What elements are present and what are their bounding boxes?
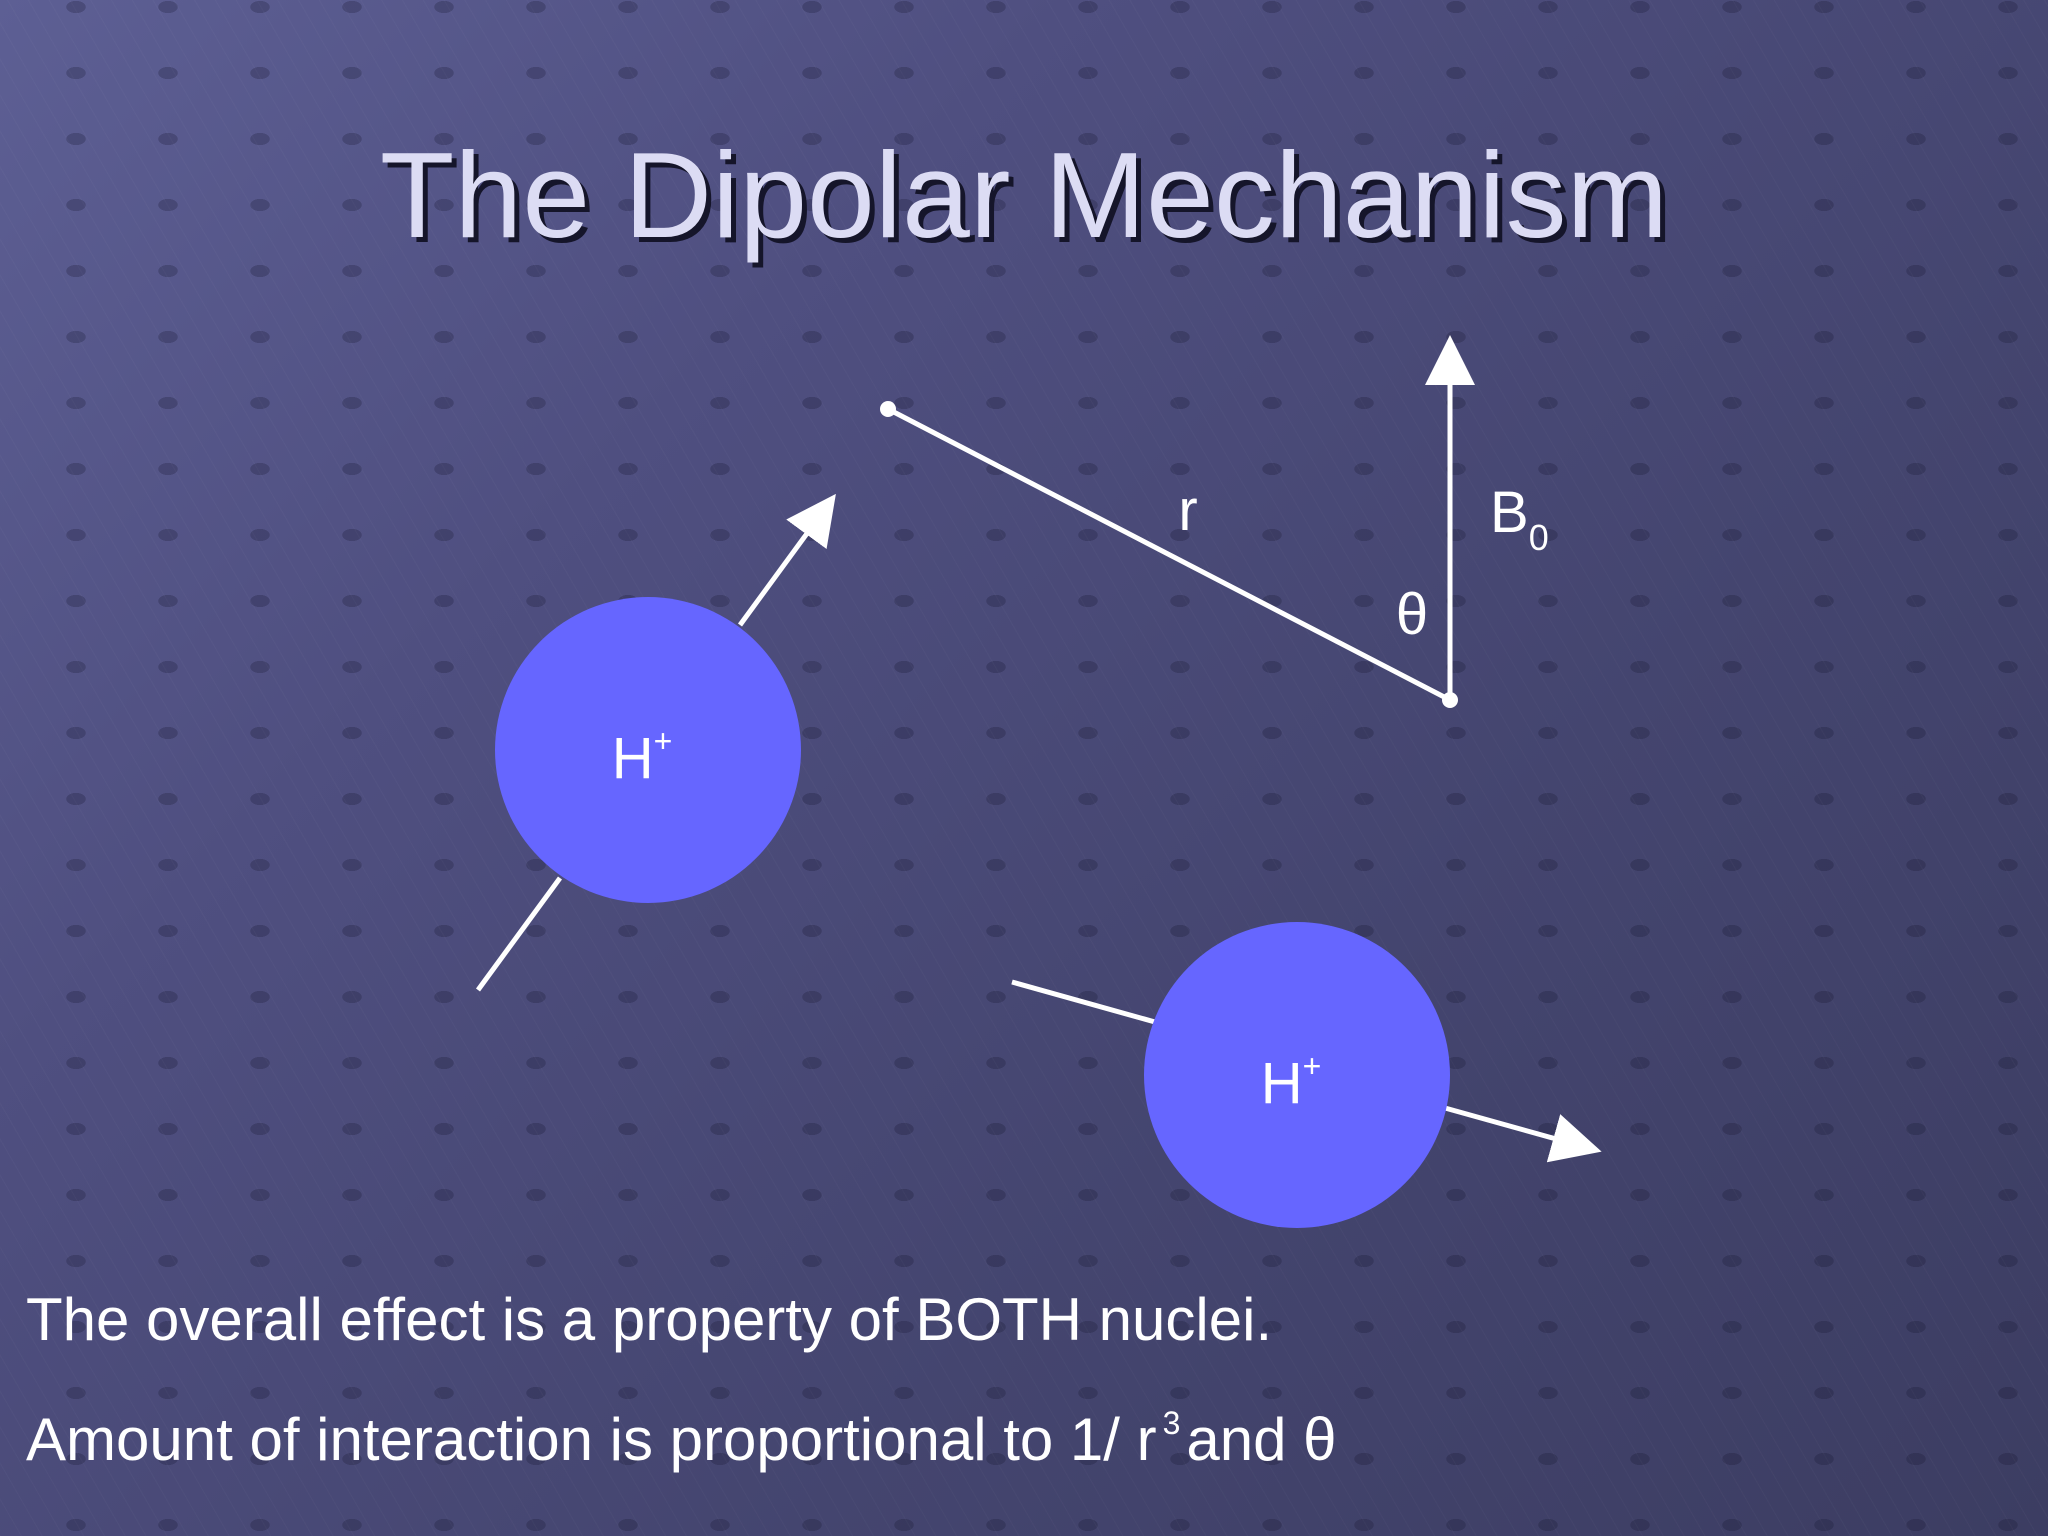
proportionality-tail: and θ: [1186, 1406, 1337, 1473]
nucleus-1: [495, 597, 801, 903]
nucleus-2-label: H+: [1261, 1048, 1322, 1116]
nucleus-1-moment-tail: [475, 876, 563, 992]
nucleus-1-label: H+: [612, 723, 673, 791]
distance-vector-r: [886, 406, 1452, 703]
statement-both-nuclei: The overall effect is a property of BOTH…: [26, 1286, 1273, 1353]
nucleus-1-moment-arrow: [737, 493, 836, 627]
slide-title: The Dipolar Mechanism: [379, 127, 1669, 263]
nucleus-2-moment-tail: [1011, 979, 1156, 1025]
angle-label: θ: [1396, 582, 1428, 647]
field-label: B0: [1490, 480, 1549, 558]
nucleus-2-moment-arrow: [1444, 1105, 1602, 1163]
exponent: 3: [1162, 1405, 1181, 1441]
proportionality-text: Amount of interaction is proportional to…: [26, 1406, 1157, 1473]
nucleus-2: [1144, 922, 1450, 1228]
distance-vector-start-dot: [880, 401, 896, 417]
statement-proportionality: Amount of interaction is proportional to…: [26, 1405, 1337, 1474]
distance-label: r: [1178, 478, 1197, 543]
